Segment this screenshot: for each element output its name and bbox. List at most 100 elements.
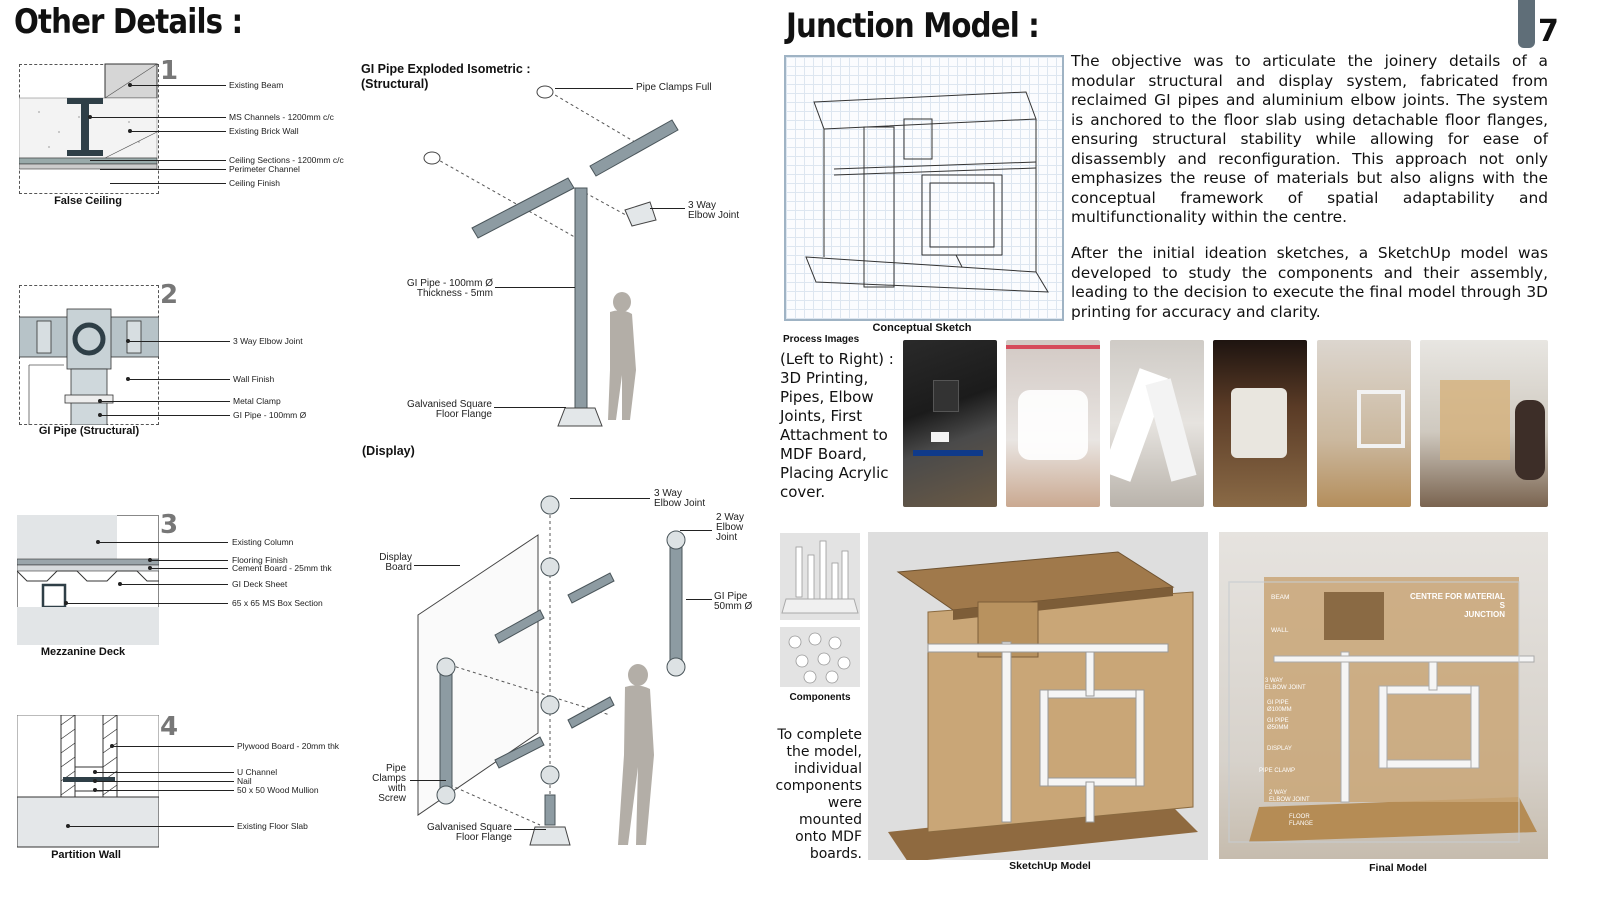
iso-label-line: GI Pipe: [714, 591, 748, 602]
sketch-lines: [805, 91, 1049, 293]
detail-label: Flooring Finish: [232, 555, 288, 565]
label-line: ELBOW JOINT: [1265, 685, 1306, 691]
iso-label-line: 50mm Ø: [714, 601, 753, 612]
label-line: GI PIPE: [1267, 700, 1289, 706]
iso-label-line: Board: [385, 562, 412, 573]
detail-label: Cement Board - 25mm thk: [232, 563, 332, 573]
final-model-caption: Final Model: [1369, 862, 1427, 874]
sign-line: CENTRE FOR MATERIAL S: [1410, 592, 1505, 610]
iso-structural-title: GI Pipe Exploded Isometric : (Structural…: [361, 62, 530, 92]
components-joints-image: [780, 627, 860, 687]
final-model-label: DISPLAY: [1267, 746, 1292, 752]
final-model-label: BEAM: [1271, 594, 1290, 601]
detail-caption: False Ceiling: [54, 195, 122, 207]
iso-label-line: Floor Flange: [435, 409, 492, 420]
label-line: GI PIPE: [1267, 718, 1289, 724]
detail-number: 2: [160, 280, 179, 310]
final-model-render: [1228, 577, 1537, 843]
detail-caption: Mezzanine Deck: [40, 646, 126, 658]
process-description: (Left to Right) : 3D Printing, Pipes, El…: [780, 350, 894, 501]
iso-label-line: Joint: [716, 532, 738, 543]
page-tab-marker: [1518, 0, 1535, 48]
label-line: 3 WAY: [1265, 678, 1284, 684]
false-ceiling-drawing: [19, 63, 158, 170]
detail-label: 3 Way Elbow Joint: [233, 336, 303, 346]
components-caption: Components: [789, 692, 851, 703]
photo-acrylic-cover: [1420, 340, 1548, 507]
final-model-sign: CENTRE FOR MATERIAL S JUNCTION: [1405, 592, 1505, 619]
label-line: 2 WAY: [1269, 790, 1288, 796]
sketchup-caption: SketchUp Model: [1009, 860, 1091, 872]
components-description: To complete the model, individual compon…: [775, 727, 863, 862]
structural-isometric-drawing: [423, 85, 679, 427]
final-model-image: CENTRE FOR MATERIAL S JUNCTION BEAM WALL…: [1219, 532, 1548, 859]
sign-line: JUNCTION: [1464, 610, 1505, 619]
iso-title-line-1: GI Pipe Exploded Isometric :: [361, 62, 531, 76]
iso-label-line: Floor Flange: [455, 832, 512, 843]
sketchup-model-image: [868, 532, 1208, 862]
detail-caption: GI Pipe (Structural): [38, 425, 140, 437]
detail-label: Nail: [237, 776, 252, 786]
detail-label: Existing Beam: [229, 80, 284, 90]
final-model-label: PIPE CLAMP: [1259, 768, 1296, 774]
label-line: ELBOW JOINT: [1269, 797, 1310, 803]
label-line: Ø50MM: [1267, 725, 1289, 731]
iso-display-title: (Display): [362, 444, 415, 458]
final-model-label: WALL: [1271, 627, 1289, 634]
detail-label: GI Pipe - 100mm Ø: [233, 410, 307, 420]
iso-label: Pipe Clamps Full: [636, 82, 712, 93]
sketch-caption: Conceptual Sketch: [872, 322, 972, 334]
iso-label-line: Pipe: [385, 763, 406, 774]
components-pipes-graphic: [781, 540, 859, 614]
detail-label: Ceiling Finish: [229, 178, 281, 188]
iso-label-line: Thickness - 5mm: [416, 288, 493, 299]
detail-label: Plywood Board - 20mm thk: [237, 741, 340, 751]
detail-label: Ceiling Sections - 1200mm c/c: [229, 155, 344, 165]
partition-drawing: [17, 715, 159, 848]
iso-label-line: Elbow Joint: [654, 498, 706, 509]
iso-label-line: Elbow Joint: [688, 210, 740, 221]
iso-label-line: 3 Way: [688, 200, 716, 211]
display-isometric-drawing: [417, 495, 686, 846]
iso-label-line: with: [388, 783, 406, 794]
detail-label: GI Deck Sheet: [232, 579, 288, 589]
conceptual-sketch-image: [784, 55, 1064, 321]
junction-model-title: Junction Model :: [786, 6, 1040, 46]
mezzanine-drawing: [17, 515, 159, 645]
iso-label-line: Galvanised Square: [426, 822, 512, 833]
process-paragraph: After the initial ideation sketches, a S…: [1071, 244, 1548, 321]
detail-number: 1: [160, 56, 179, 86]
photo-attachment: [1213, 340, 1307, 507]
photo-pipes: [1006, 340, 1100, 507]
detail-caption: Partition Wall: [51, 849, 121, 861]
iso-label-line: Clamps: [372, 773, 406, 784]
intro-paragraph: The objective was to articulate the join…: [1071, 52, 1548, 226]
iso-title-line-2: (Structural): [361, 77, 429, 91]
other-details-title: Other Details :: [14, 2, 243, 42]
detail-number: 4: [160, 712, 179, 742]
detail-label: 65 x 65 MS Box Section: [232, 598, 323, 608]
detail-label: Existing Floor Slab: [237, 821, 308, 831]
label-line: FLOOR: [1289, 814, 1310, 820]
components-joints-graphic: [788, 632, 851, 684]
page-number: 7: [1538, 14, 1559, 49]
detail-label: MS Channels - 1200mm c/c: [229, 112, 334, 122]
iso-label-line: 2 Way: [716, 512, 744, 523]
iso-label-line: GI Pipe - 100mm Ø: [406, 278, 493, 289]
process-heading: Process Images: [783, 334, 860, 345]
photo-elbow-joints: [1110, 340, 1204, 507]
components-pipes-image: [780, 533, 860, 620]
